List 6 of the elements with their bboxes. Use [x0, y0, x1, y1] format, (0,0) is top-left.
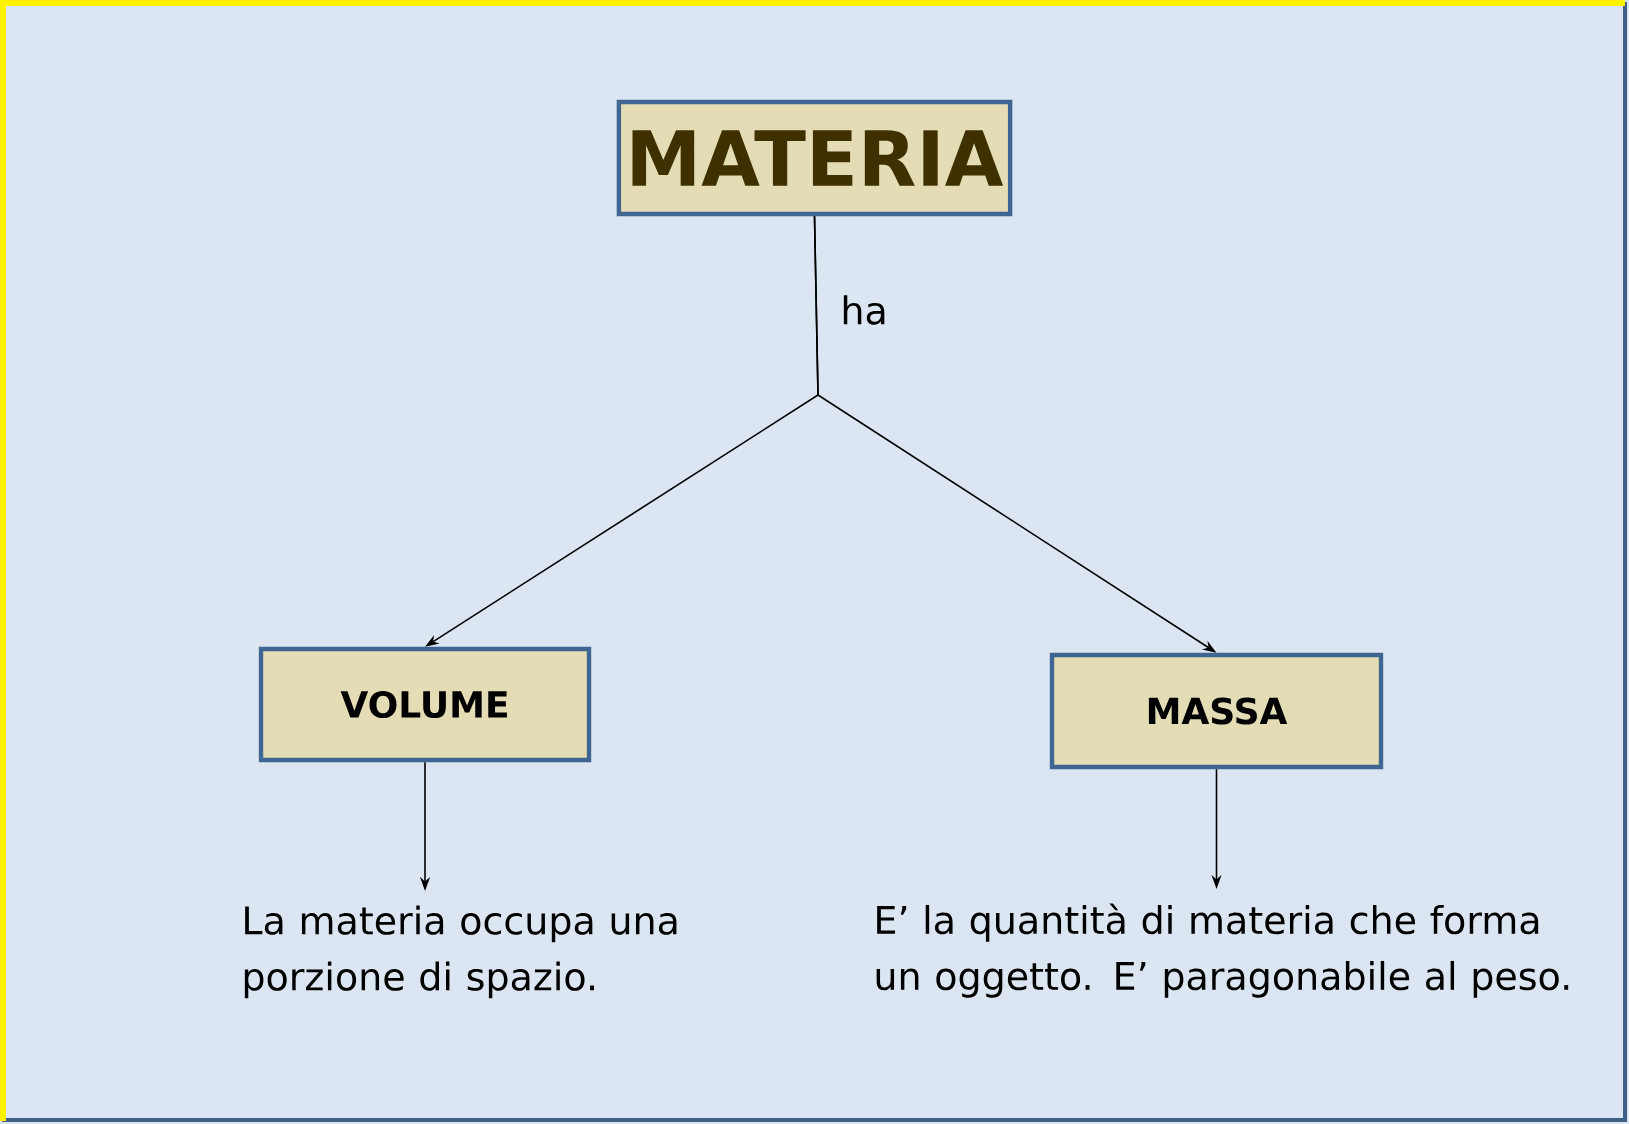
- concept-box: MASSA: [1049, 652, 1384, 770]
- description-text: E’ la quantità di materia che forma un oggetto. E’ paragonabile al peso.: [876, 903, 1569, 998]
- edge-label: ha: [838, 293, 890, 327]
- concept-box: VOLUME: [258, 646, 592, 763]
- concept-box: MATERIA: [616, 99, 1013, 217]
- description-text: La materia occupa una porzione di spazio.: [244, 905, 677, 999]
